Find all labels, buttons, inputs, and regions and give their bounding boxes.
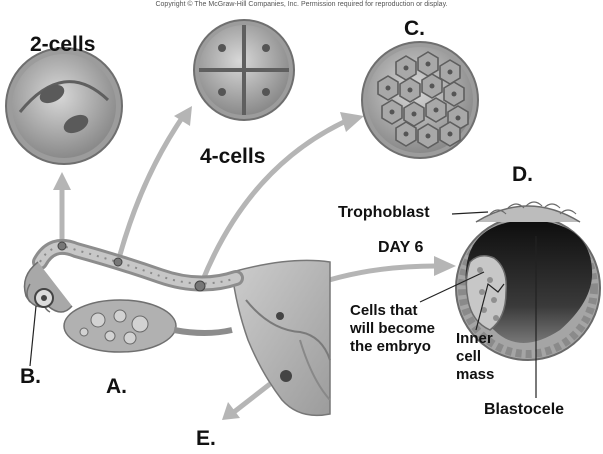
label-trophoblast: Trophoblast	[338, 204, 430, 221]
arrow-to-2-cells	[53, 172, 71, 240]
trophoblast-leader-line	[451, 211, 489, 215]
label-c: C.	[404, 17, 425, 40]
arrow-to-4-cells	[115, 106, 192, 263]
copyright-notice: Copyright © The McGraw-Hill Companies, I…	[155, 1, 448, 8]
label-e: E.	[196, 427, 216, 450]
uterus-oviduct	[23, 239, 331, 417]
label-2-cells: 2-cells	[30, 33, 96, 56]
label-4-cells: 4-cells	[200, 145, 266, 168]
four-cell-embryo	[193, 19, 295, 121]
cells-embryo-leader-line	[419, 271, 485, 303]
label-a: A.	[106, 375, 127, 398]
arrow-to-e	[222, 382, 272, 420]
label-blastocele: Blastocele	[484, 401, 565, 418]
leader-lines	[29, 211, 537, 398]
label-cells-become-embryo: Cells that will become the embryo	[350, 302, 436, 355]
label-inner-cell-mass: Inner cell mass	[456, 330, 495, 383]
blastocyst-embryo	[455, 201, 601, 361]
b-leader-line	[29, 305, 37, 367]
inner-cell-mass-leader-line	[475, 282, 505, 331]
label-d: D.	[512, 163, 533, 186]
morula-embryo	[361, 41, 479, 159]
arrow-to-c	[199, 112, 364, 283]
label-day-6: DAY 6	[378, 239, 424, 256]
two-cell-embryo	[5, 47, 123, 165]
label-b: B.	[20, 365, 41, 388]
